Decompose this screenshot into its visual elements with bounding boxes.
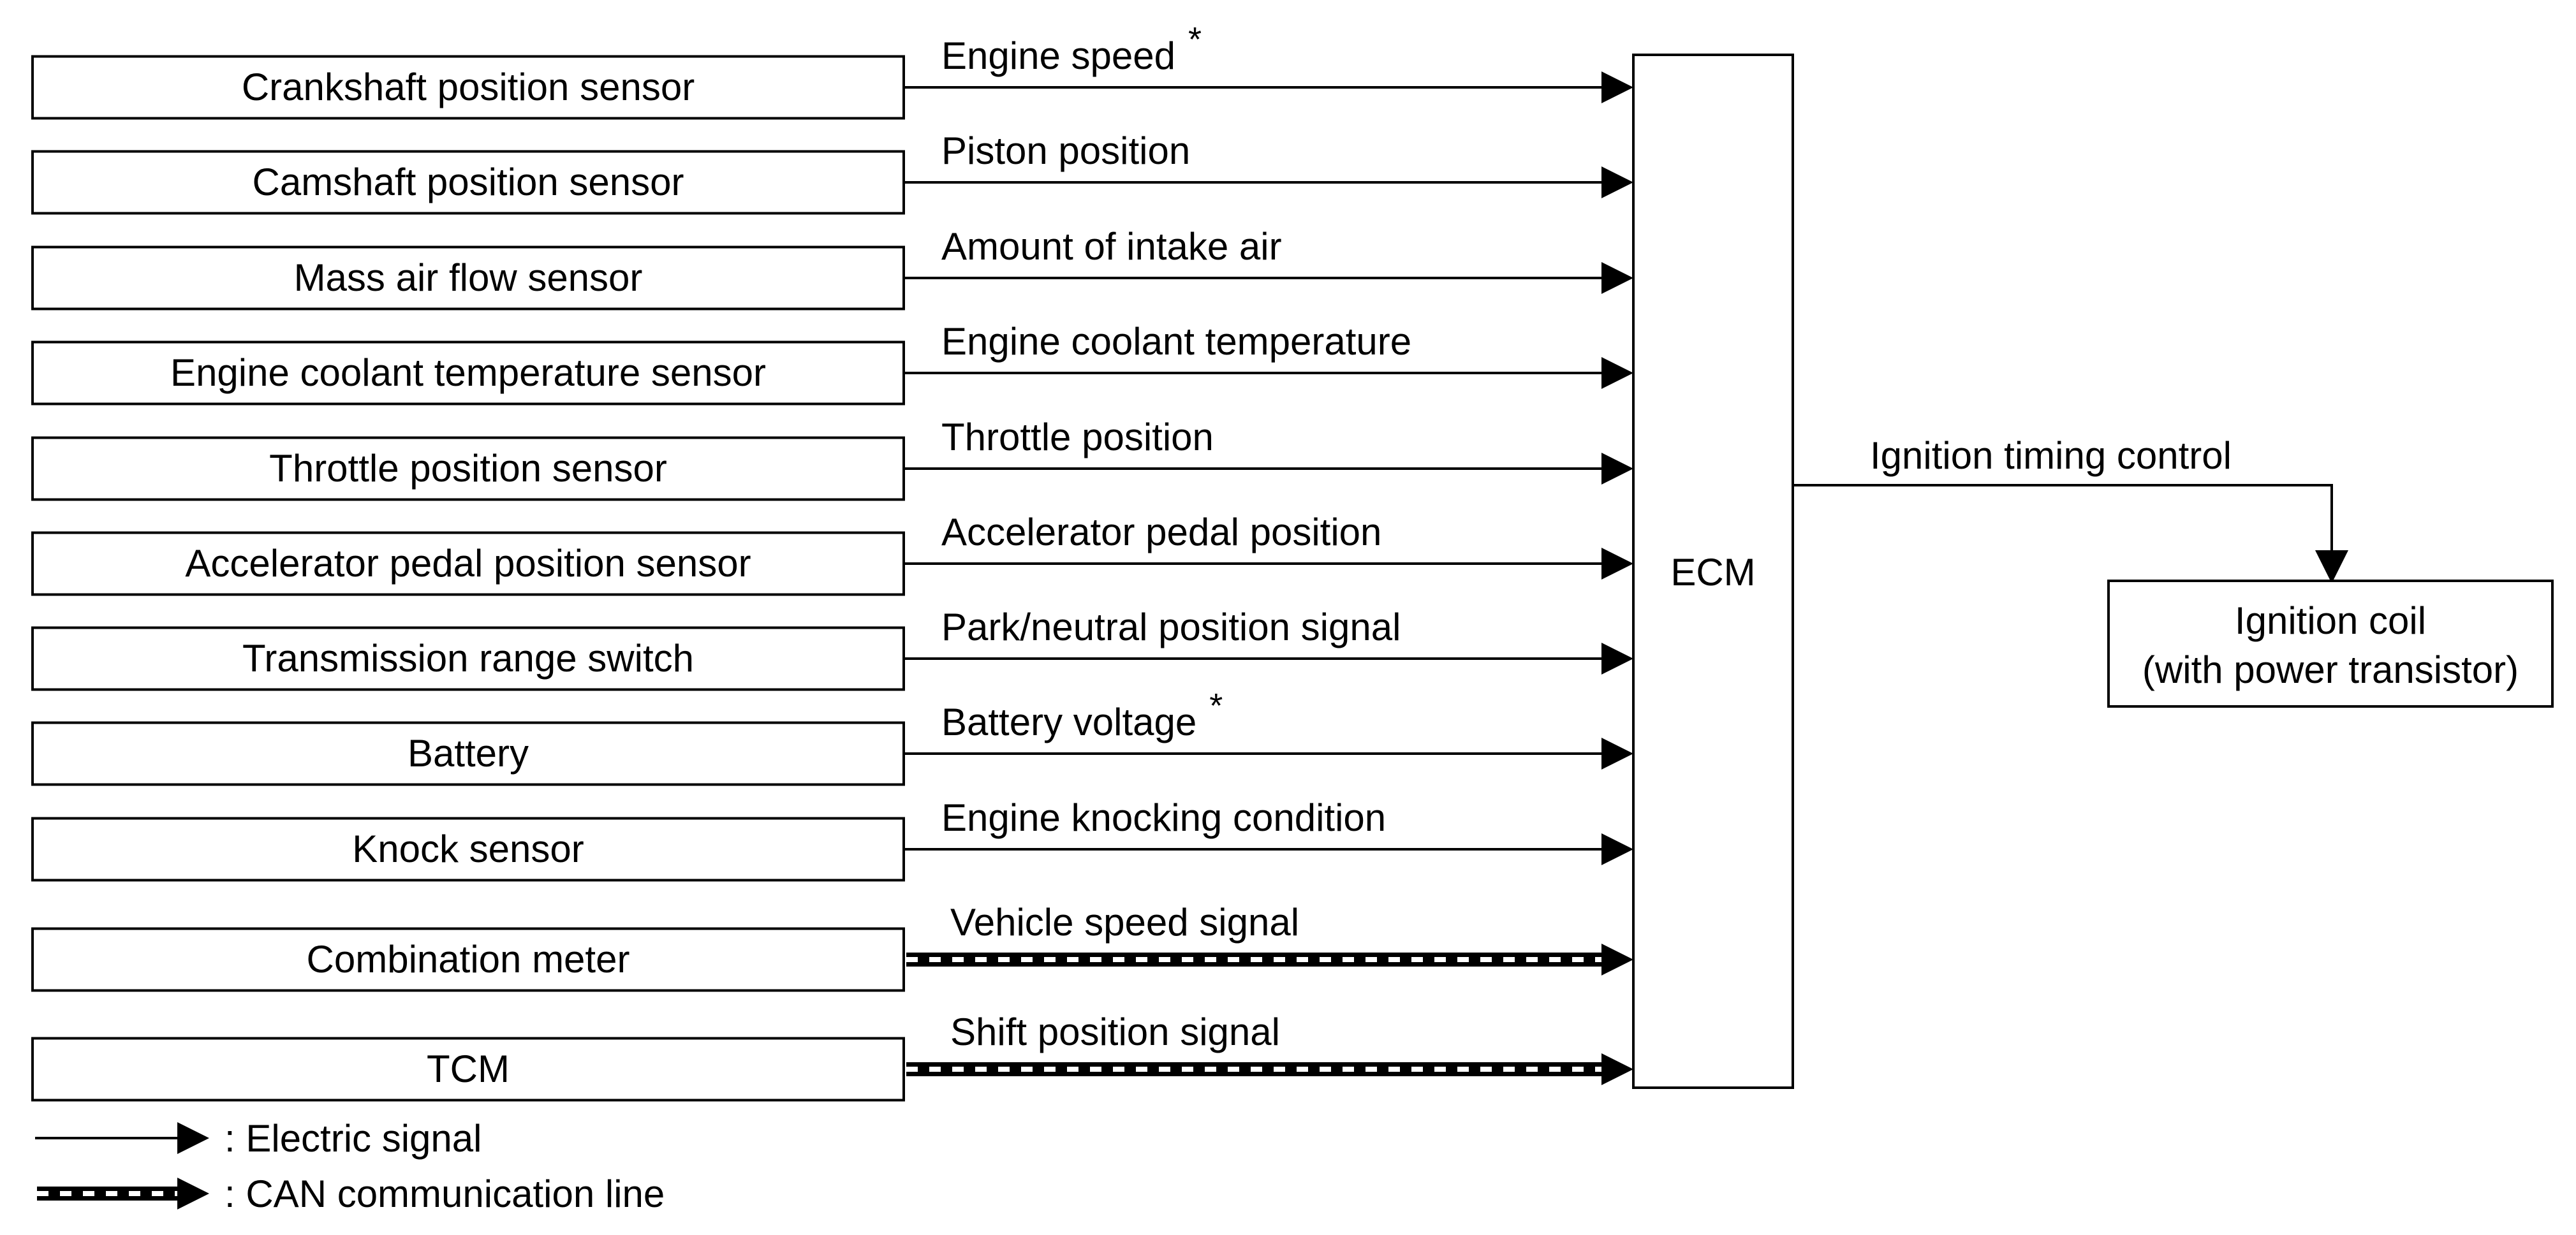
crankshaft-position-sensor-label: Crankshaft position sensor [242,66,695,108]
knock-sensor-label: Knock sensor [352,828,584,870]
ecm-label: ECM [1670,551,1755,594]
camshaft-position-sensor-label: Camshaft position sensor [253,161,684,203]
sensor-row: Mass air flow sensor Amount of intake air [31,225,1633,311]
legend-electric-label: : Electric signal [224,1117,482,1160]
combination-meter-label: Combination meter [307,938,630,981]
engine-coolant-temperature-sensor-label: Engine coolant temperature sensor [170,351,766,394]
camshaft-position-sensor-box [31,150,905,215]
mass-air-flow-sensor-signal-label: Amount of intake air [941,225,1282,268]
transmission-range-switch-arrowhead [1601,643,1633,675]
legend-electric-arrowhead [177,1122,209,1154]
sensor-row: Crankshaft position sensor Engine speed* [31,20,1633,120]
battery-arrowhead [1601,738,1633,770]
sensor-row: Knock sensor Engine knocking condition [31,796,1633,882]
throttle-position-sensor-signal-label: Throttle position [941,416,1214,458]
combination-meter-box [31,927,905,992]
accelerator-pedal-position-sensor-label: Accelerator pedal position sensor [185,542,751,585]
throttle-position-sensor-label: Throttle position sensor [269,447,667,490]
sensor-row: Camshaft position sensor Piston position [31,129,1633,215]
battery-signal-label: Battery voltage* [941,687,1223,743]
sensor-row: Accelerator pedal position sensor Acceler… [31,511,1633,596]
transmission-range-switch-box [31,626,905,691]
tcm-label: TCM [427,1048,510,1090]
sensor-row: TCM Shift position signal [31,1011,1633,1102]
sensor-row: Transmission range switch Park/neutral po… [31,606,1633,691]
ignition-coil-label-line2: (with power transistor) [2142,648,2519,691]
transmission-range-switch-signal-label: Park/neutral position signal [941,606,1401,648]
transmission-range-switch-label: Transmission range switch [242,637,694,680]
knock-sensor-box [31,817,905,882]
legend-can-arrowhead [177,1178,209,1209]
footnote-asterisk: * [1209,687,1223,725]
battery-label: Battery [408,732,529,775]
ignition-coil-label-line1: Ignition coil [2235,599,2426,642]
combination-meter-signal-label: Vehicle speed signal [950,901,1299,944]
engine-coolant-temperature-sensor-arrowhead [1601,357,1633,389]
sensor-row: Battery Battery voltage* [31,687,1633,786]
crankshaft-position-sensor-box [31,55,905,120]
tcm-signal-label: Shift position signal [950,1011,1280,1053]
sensor-row: Engine coolant temperature sensor Engine … [31,320,1633,406]
throttle-position-sensor-arrowhead [1601,453,1633,485]
engine-coolant-temperature-sensor-box [31,340,905,406]
sensor-row: Combination meter Vehicle speed signal [31,901,1633,992]
engine-coolant-temperature-sensor-signal-label: Engine coolant temperature [941,320,1411,363]
ecm-box [1632,54,1794,1089]
knock-sensor-signal-label: Engine knocking condition [941,796,1386,839]
output-arrowhead [2315,550,2348,583]
camshaft-position-sensor-signal-label: Piston position [941,129,1190,172]
mass-air-flow-sensor-box [31,245,905,311]
accelerator-pedal-position-sensor-arrowhead [1601,548,1633,580]
tcm-arrowhead [1601,1053,1633,1085]
crankshaft-position-sensor-arrowhead [1601,71,1633,103]
mass-air-flow-sensor-arrowhead [1601,262,1633,294]
knock-sensor-arrowhead [1601,833,1633,865]
mass-air-flow-sensor-label: Mass air flow sensor [294,256,643,299]
accelerator-pedal-position-sensor-signal-label: Accelerator pedal position [941,511,1381,553]
tcm-box [31,1037,905,1102]
ignition-coil-box [2107,580,2554,708]
camshaft-position-sensor-arrowhead [1601,166,1633,198]
sensor-row: Throttle position sensor Throttle positio… [31,416,1633,501]
footnote-asterisk: * [1188,20,1202,59]
crankshaft-position-sensor-signal-label: Engine speed* [941,20,1202,77]
output-signal-label: Ignition timing control [1870,434,2232,477]
legend-can-label: : CAN communication line [224,1173,665,1215]
combination-meter-arrowhead [1601,944,1633,976]
output-connector [1793,484,2333,561]
